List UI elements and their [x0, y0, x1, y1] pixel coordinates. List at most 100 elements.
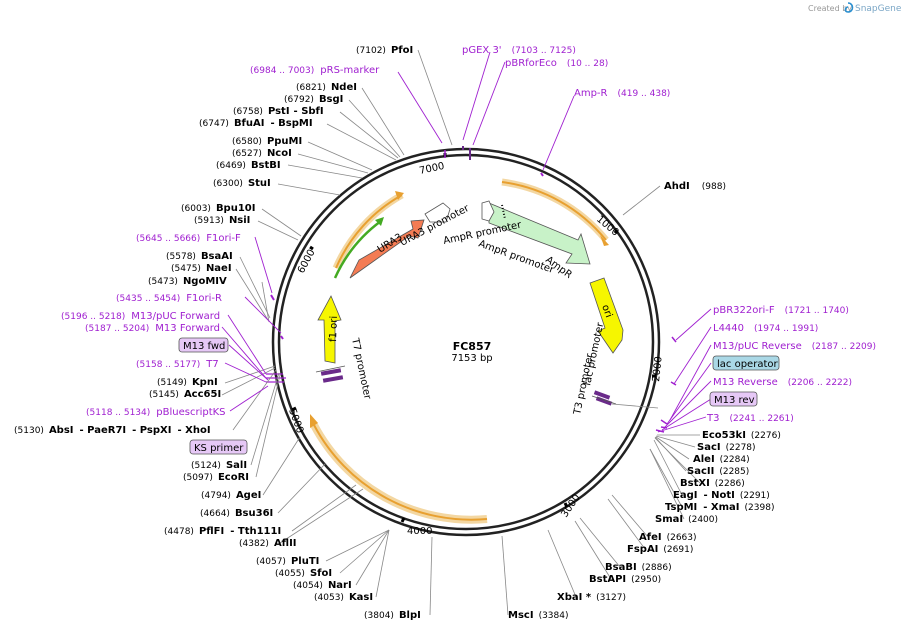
orf-arc-green-arrowhead	[375, 217, 384, 226]
tick-label-7000: 7000	[418, 161, 445, 177]
enzyme-bsabi[interactable]: BsaBI(2886)	[605, 562, 672, 573]
ampr-promoter-arrow[interactable]	[481, 200, 495, 222]
enzyme-agei[interactable]: (4794)AgeI	[201, 490, 261, 501]
primer-m13puc-rev[interactable]: M13/pUC Reverse(2187 .. 2209)	[713, 341, 876, 352]
enzyme-fspai[interactable]: FspAI(2691)	[627, 544, 693, 555]
enzyme-bstapi[interactable]: BstAPI(2950)	[589, 574, 661, 585]
enzyme-absi-group[interactable]: (5130)AbsI- PaeR7I- PspXI- XhoI	[14, 425, 211, 436]
orf-arc-ampr	[501, 181, 607, 241]
enzyme-pluti[interactable]: (4057)PluTI	[256, 556, 319, 567]
ori-label: ori	[599, 303, 614, 319]
enzyme-tspmi-xmai[interactable]: TspMI- XmaI(2398)	[665, 502, 774, 513]
enzyme-bsu36i[interactable]: (4664)Bsu36I	[200, 508, 273, 519]
ampr-feature-arrow[interactable]	[488, 202, 591, 265]
ura3-label: URA3	[376, 232, 405, 256]
tick-label-3000: 3000	[559, 492, 582, 519]
m13-fwd-box[interactable]: M13 fwd	[178, 337, 229, 353]
primer-pbluescriptks[interactable]: (5118 .. 5134)pBluescriptKS	[86, 407, 226, 418]
enzyme-ahdi[interactable]: AhdI(988)	[664, 181, 726, 192]
m13-rev-box[interactable]: M13 rev	[709, 391, 758, 407]
enzyme-bfuai-bspmi[interactable]: (6747)BfuAI- BspMI	[199, 118, 313, 129]
enzyme-pflfi-tth111i[interactable]: (4478)PflFI- Tth111I	[164, 526, 281, 537]
orf-arc-ura3-orange	[335, 194, 403, 269]
primer-pbr322ori-f[interactable]: pBR322ori-F(1721 .. 1740)	[713, 305, 849, 316]
enzyme-msci[interactable]: MscI(3384)	[508, 610, 569, 621]
enzyme-stui[interactable]: (6300)StuI	[213, 178, 271, 189]
primer-m13-fwd[interactable]: (5187 .. 5204)M13 Forward	[85, 323, 220, 334]
enzyme-nari[interactable]: (4054)NarI	[293, 580, 352, 591]
backbone-inner-strand	[277, 153, 655, 531]
orf-arc-big	[313, 424, 488, 521]
enzyme-acc65i[interactable]: (5145)Acc65I	[149, 389, 221, 400]
orf-arc-big-arrowhead	[310, 414, 318, 428]
enzyme-ppumi[interactable]: (6580)PpuMI	[232, 136, 302, 147]
enzyme-blpi[interactable]: (3804)BlpI	[364, 610, 421, 621]
enzyme-xbai[interactable]: XbaI *(3127)	[557, 592, 626, 603]
enzyme-pfoi[interactable]: (7102)PfoI	[356, 45, 413, 56]
enzyme-sali[interactable]: (5124)SalI	[191, 460, 247, 471]
backbone-outer-strand	[271, 147, 661, 537]
enzyme-aflii[interactable]: (4382)AflII	[239, 538, 297, 549]
primer-f1ori-r[interactable]: (5435 .. 5454)F1ori-R	[116, 293, 222, 304]
enzyme-bstbi[interactable]: (6469)BstBI	[216, 160, 281, 171]
primer-l4440[interactable]: L4440(1974 .. 1991)	[713, 323, 818, 334]
snapgene-text: SnapGene	[855, 4, 902, 14]
primer-leader-lines	[221, 51, 712, 433]
primer-t7[interactable]: (5158 .. 5177)T7	[136, 359, 219, 370]
tick-label-4000: 4000	[407, 526, 432, 537]
primer-m13-reverse[interactable]: M13 Reverse(2206 .. 2222)	[713, 377, 852, 388]
plasmid-size: 7153 bp	[451, 353, 492, 364]
orf-arc-ura3-green	[333, 219, 382, 279]
enzyme-bstxi[interactable]: BstXI(2286)	[680, 478, 745, 489]
enzyme-bsgi[interactable]: (6792)BsgI	[284, 94, 343, 105]
ks-primer-box-label: KS primer	[194, 443, 244, 454]
ks-primer-box[interactable]: KS primer	[189, 439, 248, 455]
enzyme-nsii[interactable]: (5913)NsiI	[194, 215, 250, 226]
lac-operator-box[interactable]: lac operator	[712, 355, 780, 371]
enzyme-ecori[interactable]: (5097)EcoRI	[183, 472, 249, 483]
primer-pbrforeco[interactable]: pBRforEco(10 .. 28)	[505, 58, 608, 69]
enzyme-eagi-noti[interactable]: EagI- NotI(2291)	[673, 490, 770, 501]
primer-amp-r[interactable]: Amp-R(419 .. 438)	[574, 88, 670, 99]
enzyme-ngomiv[interactable]: (5473)NgoMIV	[148, 276, 227, 287]
t7-promoter-label: T7 promoter	[349, 336, 373, 401]
enzyme-alei[interactable]: AleI(2284)	[693, 454, 750, 465]
tick-label-2000: 2000	[651, 356, 665, 382]
lac-operator-box-label: lac operator	[717, 359, 778, 370]
enzyme-ndei[interactable]: (6821)NdeI	[296, 82, 357, 93]
enzyme-leader-lines	[221, 49, 701, 616]
primer-prs-marker[interactable]: (6984 .. 7003)pRS-marker	[250, 65, 380, 76]
plasmid-name: FC857	[453, 340, 492, 353]
primer-site-markers	[266, 146, 677, 433]
orf-arc-ura3-arrowhead	[395, 191, 404, 200]
primer-pgex3[interactable]: pGEX 3'(7103 .. 7125)	[462, 45, 576, 56]
enzyme-afei[interactable]: AfeI(2663)	[639, 532, 697, 543]
f1-ori-feature-arrow[interactable]	[317, 295, 342, 364]
enzyme-bpu10i[interactable]: (6003)Bpu10I	[181, 203, 255, 214]
m13-fwd-box-label: M13 fwd	[183, 341, 225, 352]
enzyme-kasi[interactable]: (4053)KasI	[314, 592, 373, 603]
enzyme-smai[interactable]: SmaI(2400)	[655, 514, 718, 525]
enzyme-psti-sbfi[interactable]: (6758)PstI- SbfI	[233, 106, 324, 117]
tick-label-6000: 6000	[296, 248, 318, 276]
enzyme-eco53ki[interactable]: Eco53kI(2276)	[702, 430, 781, 441]
snapgene-logo-icon	[844, 2, 854, 13]
ura3-promoter-arrow[interactable]	[424, 202, 451, 223]
orf-arc-ampr-arrowhead	[600, 235, 609, 246]
ura3-feature-arrow[interactable]	[349, 219, 425, 279]
enzyme-saci[interactable]: SacI(2278)	[697, 442, 756, 453]
mcs-markers-right	[591, 390, 617, 406]
m13-rev-box-label: M13 rev	[714, 395, 755, 406]
primer-m13puc-fwd[interactable]: (5196 .. 5218)M13/pUC Forward	[61, 311, 220, 322]
enzyme-naei[interactable]: (5475)NaeI	[171, 263, 232, 274]
ori-feature-arrow[interactable]	[589, 277, 624, 354]
enzyme-ncoi[interactable]: (6527)NcoI	[232, 148, 292, 159]
enzyme-kpni[interactable]: (5149)KpnI	[157, 377, 218, 388]
enzyme-sfoi[interactable]: (4055)SfoI	[275, 568, 332, 579]
mcs-markers-left	[315, 365, 346, 383]
primer-f1ori-f[interactable]: (5645 .. 5666)F1ori-F	[136, 233, 241, 244]
enzyme-sacii[interactable]: SacII(2285)	[687, 466, 749, 477]
enzyme-bsaai[interactable]: (5578)BsaAI	[166, 251, 233, 262]
primer-t3[interactable]: T3(2241 .. 2261)	[706, 413, 794, 424]
